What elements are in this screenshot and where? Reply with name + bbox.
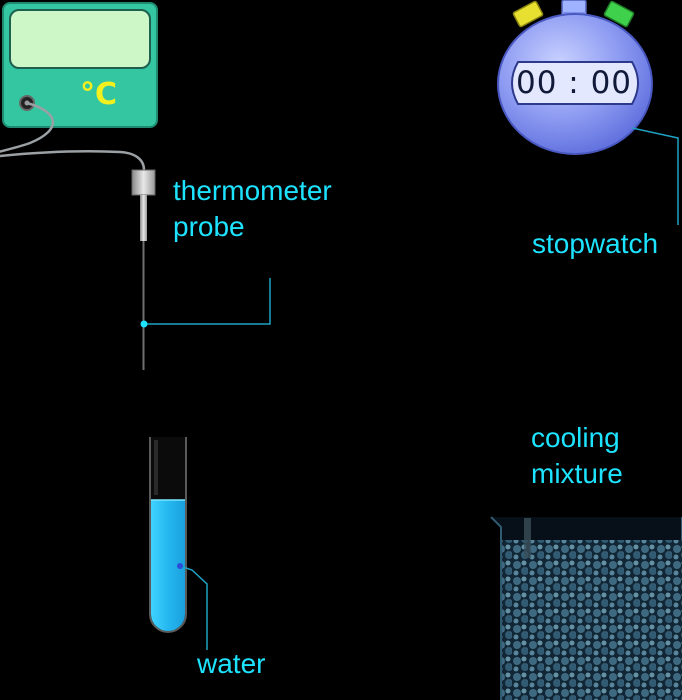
stopwatch-display: [511, 61, 639, 105]
probe-leader-line: [140, 278, 271, 328]
meter-display-screen: [9, 9, 151, 69]
beaker: [490, 516, 682, 700]
thermometer-probe: [131, 169, 156, 370]
label-line: mixture: [531, 458, 623, 489]
stopwatch-right-button[interactable]: [603, 0, 635, 28]
stopwatch-leader-line: [631, 127, 679, 225]
cooling-mixture-fill: [502, 540, 682, 700]
label-line: cooling: [531, 422, 620, 453]
probe-cable-upper: [0, 149, 146, 171]
temperature-unit: °C: [80, 77, 118, 112]
label-water: water: [197, 648, 266, 679]
test-tube: [149, 437, 187, 633]
thermometer-meter: [2, 2, 158, 128]
label-line: thermometer: [173, 175, 332, 206]
label-line: probe: [173, 211, 245, 242]
stopwatch-time: 00 : 00: [515, 65, 633, 101]
label-stopwatch: stopwatch: [532, 228, 659, 259]
probe-cable: [0, 101, 55, 153]
water-leader-line: [177, 563, 208, 650]
water-fill: [151, 500, 185, 631]
stopwatch: [497, 0, 653, 155]
stopwatch-left-button[interactable]: [512, 0, 544, 28]
label-cooling-mixture: cooling mixture: [531, 420, 623, 492]
label-thermometer-probe: thermometer probe: [173, 173, 332, 245]
